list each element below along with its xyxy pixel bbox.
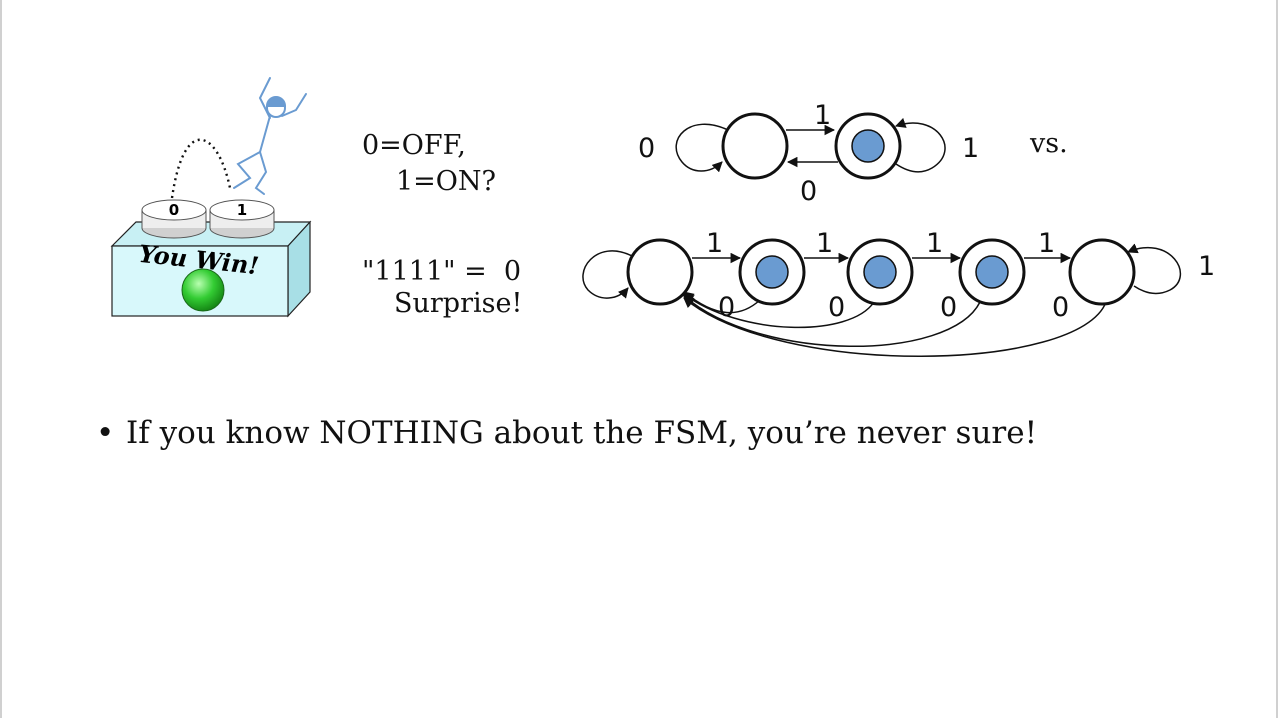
- fsm-large-state-4: [1068, 238, 1136, 306]
- bullet-text: If you know NOTHING about the FSM, you’r…: [126, 415, 1038, 451]
- fsm-small-state-off: [721, 112, 789, 180]
- fsm-large-labels: 1 1 1 1 0 0 0 0 1: [706, 228, 1215, 323]
- fsm-small-label-loop-left: 0: [638, 133, 655, 164]
- game-illustration: 0 1 You Win!: [110, 77, 312, 318]
- fsm-small-label-top: 1: [814, 100, 831, 131]
- win-light: [181, 268, 225, 312]
- fsm-large-state-1-dot: [755, 255, 789, 289]
- fsm-small: [675, 112, 946, 180]
- fsm-large-label-ret-4: 0: [1052, 292, 1069, 323]
- button-1-label: 1: [237, 201, 247, 219]
- fsm-large-state-3-dot: [975, 255, 1009, 289]
- fsm-large-loop-left: [582, 250, 633, 299]
- surprise-label: Surprise!: [394, 288, 523, 319]
- vs-label: vs.: [1030, 128, 1068, 159]
- on-label: 1=ON?: [396, 166, 497, 197]
- fsm-large-label-fwd-2: 1: [816, 228, 833, 259]
- fsm-large-state-0: [626, 238, 694, 306]
- fsm-large-label-ret-1: 0: [718, 292, 735, 323]
- fsm-large-return-4: [683, 297, 1107, 357]
- fsm-large-label-fwd-3: 1: [926, 228, 943, 259]
- fsm-large-label-ret-3: 0: [940, 292, 957, 323]
- off-label: 0=OFF,: [362, 130, 466, 161]
- jump-trajectory: [170, 138, 232, 199]
- fsm-large-label-loop-right: 1: [1198, 251, 1215, 282]
- fsm-small-label-bottom: 0: [800, 176, 817, 207]
- button-1: 1: [209, 199, 275, 239]
- fsm-small-state-on-dot: [851, 129, 885, 163]
- fsm-small-label-loop-right: 1: [962, 133, 979, 164]
- fsm-large-return-2: [683, 293, 875, 329]
- fsm-large: [582, 238, 1182, 357]
- fsm-large-loop-right: [1127, 243, 1182, 295]
- button-0-label: 0: [169, 201, 179, 219]
- fsm-large-state-2-dot: [863, 255, 897, 289]
- fsm-diagrams: 0 1 1 0 1 1 1 1 0 0 0 0: [582, 100, 1215, 357]
- fsm-small-labels: 0 1 1 0: [638, 100, 979, 207]
- fsm-large-label-ret-2: 0: [828, 292, 845, 323]
- bullet-dot: •: [96, 415, 115, 451]
- button-0: 0: [141, 199, 207, 239]
- fsm-large-label-fwd-1: 1: [706, 228, 723, 259]
- bullet-point: • If you know NOTHING about the FSM, you’…: [96, 414, 1037, 452]
- sequence-label: "1111" = 0: [362, 256, 522, 287]
- fsm-large-label-fwd-4: 1: [1038, 228, 1055, 259]
- stick-figure: [233, 77, 307, 195]
- fsm-small-loop-left: [675, 123, 729, 173]
- fsm-small-loop-right: [895, 117, 946, 173]
- fsm-large-return-3: [683, 295, 981, 347]
